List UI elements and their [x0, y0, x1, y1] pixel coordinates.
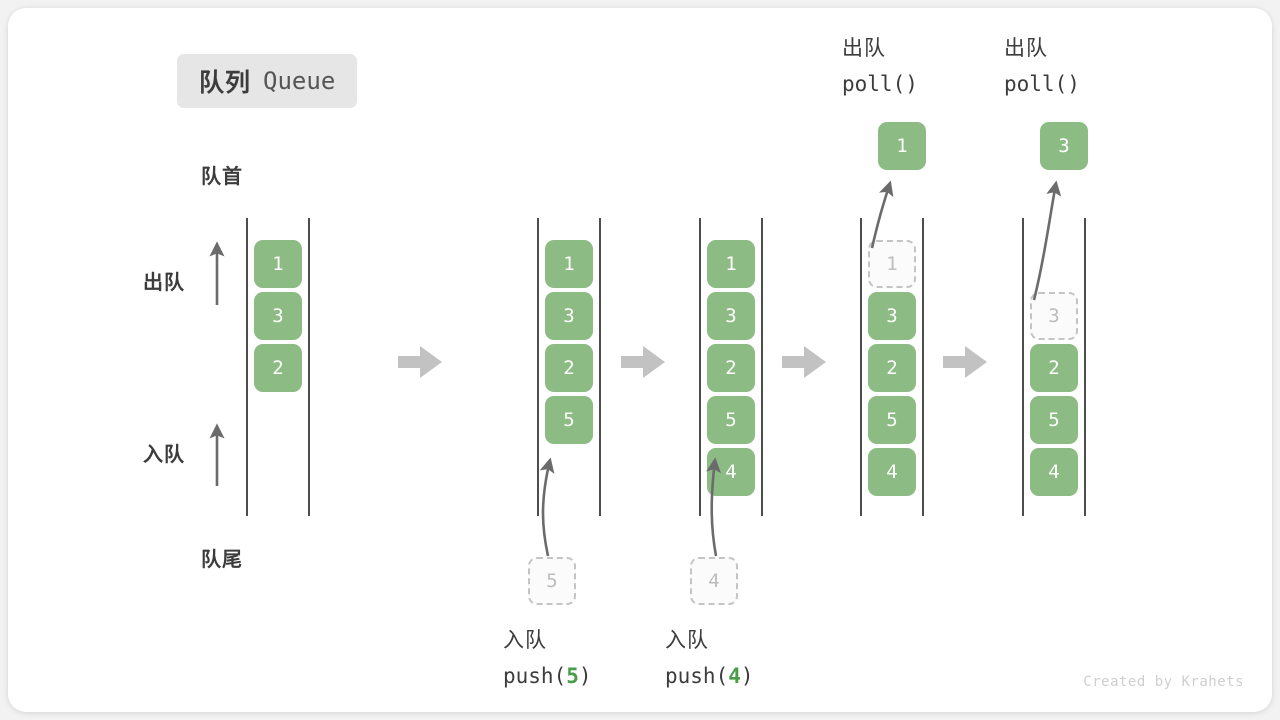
queue-rail-left — [699, 218, 701, 516]
operation-label-cn: 入队 — [665, 628, 709, 652]
queue-cell: 5 — [1030, 396, 1078, 444]
queue-cell: 4 — [1030, 448, 1078, 496]
queue-cell: 2 — [868, 344, 916, 392]
operation-label-code: push(5) — [503, 664, 592, 688]
pending-push-element: 5 — [528, 557, 576, 605]
watermark: Created by Krahets — [1083, 674, 1244, 690]
queue-rail-left — [246, 218, 248, 516]
queue-cell: 2 — [1030, 344, 1078, 392]
queue-cell: 3 — [254, 292, 302, 340]
push-arrows — [539, 457, 722, 557]
queue-cell: 3 — [868, 292, 916, 340]
queue-cell: 1 — [254, 240, 302, 288]
operation-label-cn: 出队 — [1004, 36, 1048, 60]
queue-cell: 4 — [707, 448, 755, 496]
operation-label-code: poll() — [1004, 72, 1080, 96]
operation-label-cn: 入队 — [503, 628, 547, 652]
queue-head-label: 队首 — [201, 164, 243, 188]
popped-element: 1 — [878, 122, 926, 170]
queue-cell-ghost: 3 — [1030, 292, 1078, 340]
popped-element: 3 — [1040, 122, 1088, 170]
queue-rail-left — [537, 218, 539, 516]
queue-cell: 2 — [254, 344, 302, 392]
queue-cell: 4 — [868, 448, 916, 496]
title-badge: 队列 Queue — [177, 54, 358, 108]
queue-rail-right — [599, 218, 601, 516]
queue-cell: 2 — [545, 344, 593, 392]
queue-rail-right — [922, 218, 924, 516]
operation-label-cn: 出队 — [842, 36, 886, 60]
operation-label-push-4: 入队 push(4) — [665, 622, 754, 694]
dequeue-side-label: 出队 — [143, 270, 185, 294]
operation-label-poll-1: 出队 poll() — [842, 30, 918, 102]
operation-label-code: push(4) — [665, 664, 754, 688]
title-cn: 队列 — [199, 68, 252, 97]
arrow-overlay — [209, 180, 1062, 557]
operation-label-push-5: 入队 push(5) — [503, 622, 592, 694]
queue-rail-right — [1084, 218, 1086, 516]
queue-rail-right — [761, 218, 763, 516]
title-en: Queue — [263, 67, 336, 95]
queue-cell: 2 — [707, 344, 755, 392]
operation-label-code: poll() — [842, 72, 918, 96]
queue-rail-right — [308, 218, 310, 516]
queue-cell: 5 — [545, 396, 593, 444]
queue-rail-left — [860, 218, 862, 516]
pending-push-element: 4 — [690, 557, 738, 605]
queue-cell: 5 — [707, 396, 755, 444]
queue-tail-label: 队尾 — [201, 547, 243, 571]
operation-label-poll-3: 出队 poll() — [1004, 30, 1080, 102]
queue-cell-ghost: 1 — [868, 240, 916, 288]
queue-cell: 3 — [545, 292, 593, 340]
queue-cell: 5 — [868, 396, 916, 444]
queue-cell: 1 — [707, 240, 755, 288]
queue-cell: 1 — [545, 240, 593, 288]
queue-cell: 3 — [707, 292, 755, 340]
enqueue-side-label: 入队 — [143, 442, 185, 466]
queue-rail-left — [1022, 218, 1024, 516]
